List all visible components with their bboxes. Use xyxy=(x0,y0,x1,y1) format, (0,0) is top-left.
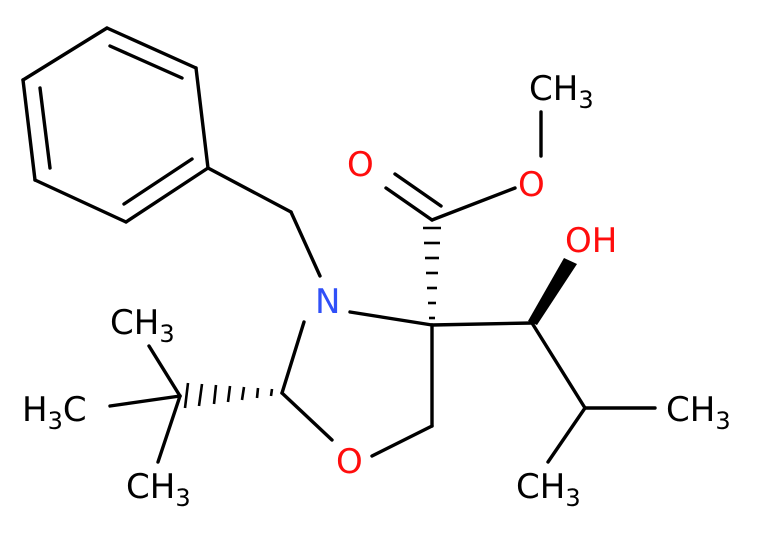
bond xyxy=(530,321,587,410)
atom-isopropyl-methyl-bottom: CH3 xyxy=(516,467,581,512)
hashed-bond-tbutyl xyxy=(183,382,274,409)
bond-inner xyxy=(38,86,52,170)
bond-inner xyxy=(108,44,184,80)
atom-isopropyl-methyl-right: CH3 xyxy=(666,390,731,435)
wedge-bond-hydroxyl xyxy=(528,258,577,325)
atom-methyl-ester: CH3 xyxy=(529,69,594,114)
bond xyxy=(108,394,182,408)
atom-hydroxyl: OH xyxy=(565,221,617,261)
bond xyxy=(156,394,182,464)
bond-inner xyxy=(122,157,194,206)
bond xyxy=(430,186,517,222)
bond xyxy=(280,391,334,442)
bond xyxy=(289,210,322,278)
bond xyxy=(546,406,587,464)
benzene-ring xyxy=(21,26,210,224)
bond xyxy=(430,321,534,327)
hashed-bond-ester xyxy=(423,226,441,320)
atom-carbonyl-oxygen: O xyxy=(347,145,374,185)
atom-tbutyl-methyl-top: CH3 xyxy=(110,303,175,348)
bond xyxy=(21,26,109,82)
atom-tbutyl-methyl-left: H3C xyxy=(22,390,87,435)
bond xyxy=(384,186,434,222)
bond xyxy=(206,166,293,214)
bond xyxy=(147,344,182,398)
bond xyxy=(280,320,306,395)
bond xyxy=(33,178,128,224)
atom-tbutyl-methyl-bottom: CH3 xyxy=(126,467,191,512)
bond xyxy=(194,66,210,170)
bond xyxy=(393,172,443,208)
atom-ring-oxygen: O xyxy=(336,442,363,482)
atom-nitrogen: N xyxy=(315,282,340,322)
bond xyxy=(105,26,198,70)
bond xyxy=(370,424,434,458)
atom-ester-oxygen: O xyxy=(518,165,545,205)
bond xyxy=(348,310,434,327)
bond xyxy=(21,78,37,182)
bond xyxy=(124,166,210,224)
